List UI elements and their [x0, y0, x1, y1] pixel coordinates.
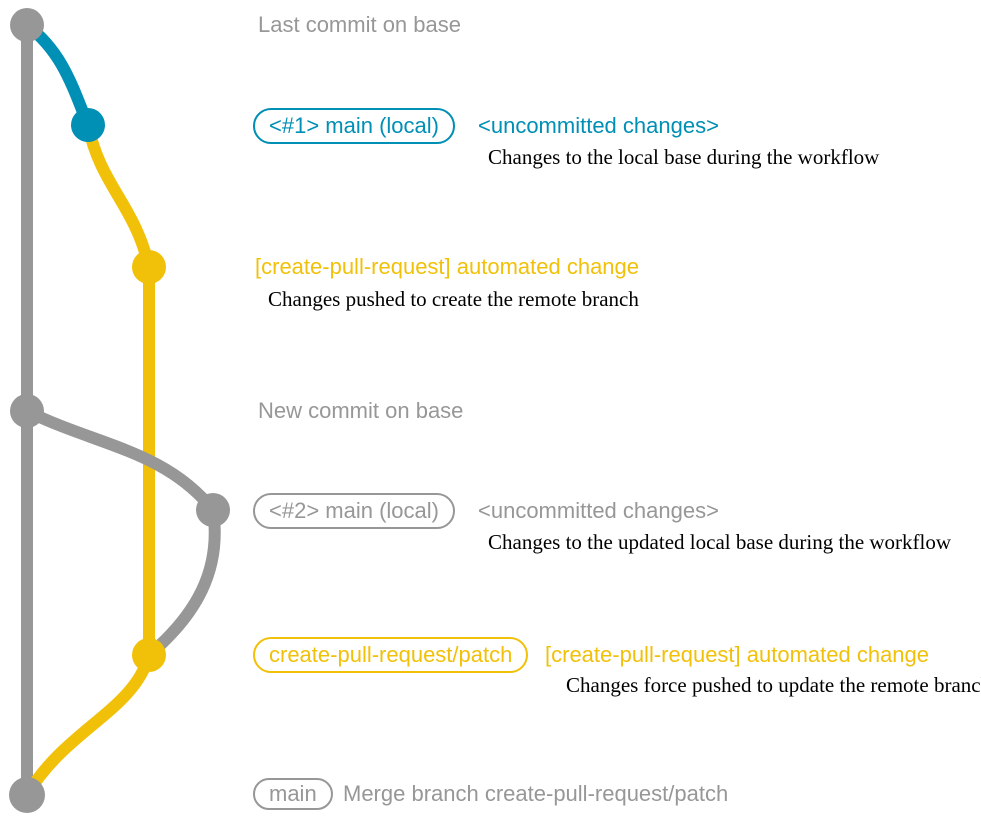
new-commit-label: New commit on base	[258, 398, 464, 423]
automated-change-label-1: [create-pull-request] automated change	[255, 254, 640, 279]
merge-commit-label: Merge branch create-pull-request/patch	[343, 781, 729, 806]
commit-automated-change-1-dot	[132, 250, 166, 284]
uncommitted-changes-label-1: <uncommitted changes>	[478, 113, 719, 138]
automated-change-label-2: [create-pull-request] automated change	[545, 642, 930, 667]
branch-badge-main: main	[253, 778, 333, 810]
commit-automated-change-2-dot	[132, 638, 166, 672]
last-commit-label: Last commit on base	[258, 12, 461, 37]
uncommitted-changes-label-2: <uncommitted changes>	[478, 498, 719, 523]
branch-badge-main-local-2-text: <#2> main (local)	[269, 498, 439, 523]
branch-badge-main-local-1-text: <#1> main (local)	[269, 113, 439, 138]
commit-merge-dot	[9, 777, 45, 813]
branch-badge-patch: create-pull-request/patch	[253, 637, 529, 673]
local-branch-curve-2	[21, 405, 219, 516]
branch-badge-main-local-1: <#1> main (local)	[253, 108, 455, 144]
local-branch-curve-1	[21, 19, 94, 131]
branch-badge-main-local-2: <#2> main (local)	[253, 493, 455, 529]
local-branch-return-curve	[143, 504, 221, 661]
remote-branch-curve-1	[82, 119, 155, 273]
note-local-base-changes: Changes to the local base during the wor…	[488, 145, 880, 169]
note-pushed-create-branch: Changes pushed to create the remote bran…	[268, 287, 639, 311]
note-updated-local-base-changes: Changes to the updated local base during…	[488, 530, 952, 554]
commit-main-local-2-dot	[196, 493, 230, 527]
commit-last-base-dot	[10, 8, 44, 42]
branch-badge-main-text: main	[269, 781, 317, 806]
commit-main-local-1-dot	[71, 108, 105, 142]
note-force-pushed-update-branch: Changes force pushed to update the remot…	[566, 673, 981, 697]
commit-new-base-dot	[10, 394, 44, 428]
branch-badge-patch-text: create-pull-request/patch	[269, 642, 513, 667]
remote-branch-merge-curve	[21, 649, 155, 801]
